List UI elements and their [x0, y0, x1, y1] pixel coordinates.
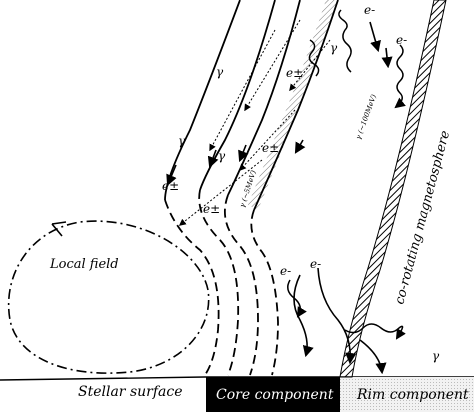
- gamma-label-5: γ: [432, 349, 440, 363]
- particle-arrows: [166, 21, 393, 187]
- field-line-2-dash: [198, 189, 240, 376]
- gamma-dotted-paths: [178, 19, 331, 226]
- stellar-surface-line: [0, 376, 474, 381]
- gamma-label-4: γ: [178, 134, 186, 148]
- rim-component-label: Rim component: [356, 387, 469, 403]
- field-line-1: [164, 0, 241, 201]
- local-field-label: Local field: [49, 257, 119, 272]
- local-field-arrow-icon: [51, 221, 67, 237]
- eminus-label-4: e-: [310, 257, 321, 271]
- core-component-label: Core component: [216, 387, 334, 403]
- eminus-label-2: e-: [396, 33, 407, 47]
- eminus-label-1: e-: [364, 3, 375, 17]
- rim-component-block: [340, 377, 474, 412]
- corotating-boundary: [339, 0, 447, 378]
- gamma-100mev-label: γ (~100MeV): [354, 93, 378, 141]
- stellar-surface-label: Stellar surface: [78, 384, 183, 400]
- gamma-label-1: γ: [216, 65, 224, 79]
- gamma-label-3: γ: [330, 41, 338, 55]
- epm-label-1: e±: [286, 66, 303, 80]
- core-component-block: [206, 377, 340, 412]
- gamma-label-2: γ: [218, 149, 226, 163]
- eminus-label-3: e-: [280, 264, 291, 278]
- rim-electron-paths: [293, 267, 387, 375]
- field-line-4: [253, 0, 339, 211]
- field-line-1-dash: [164, 199, 220, 376]
- epm-label-3: e±: [162, 179, 179, 193]
- photon-waves: [287, 9, 406, 340]
- local-field-loop: [7, 220, 210, 374]
- photon-wave-rim-2: [344, 323, 406, 340]
- field-line-3-dash: [224, 194, 259, 376]
- photon-wave-5mev: [308, 39, 320, 77]
- photon-wave-upper: [338, 9, 352, 73]
- epm-label-2: e±: [262, 141, 279, 155]
- field-line-4-dash: [250, 209, 279, 376]
- gap-region: [248, 0, 338, 210]
- epm-label-4: e±: [203, 202, 220, 216]
- photon-wave-100mev: [394, 44, 406, 109]
- field-line-2: [199, 0, 276, 191]
